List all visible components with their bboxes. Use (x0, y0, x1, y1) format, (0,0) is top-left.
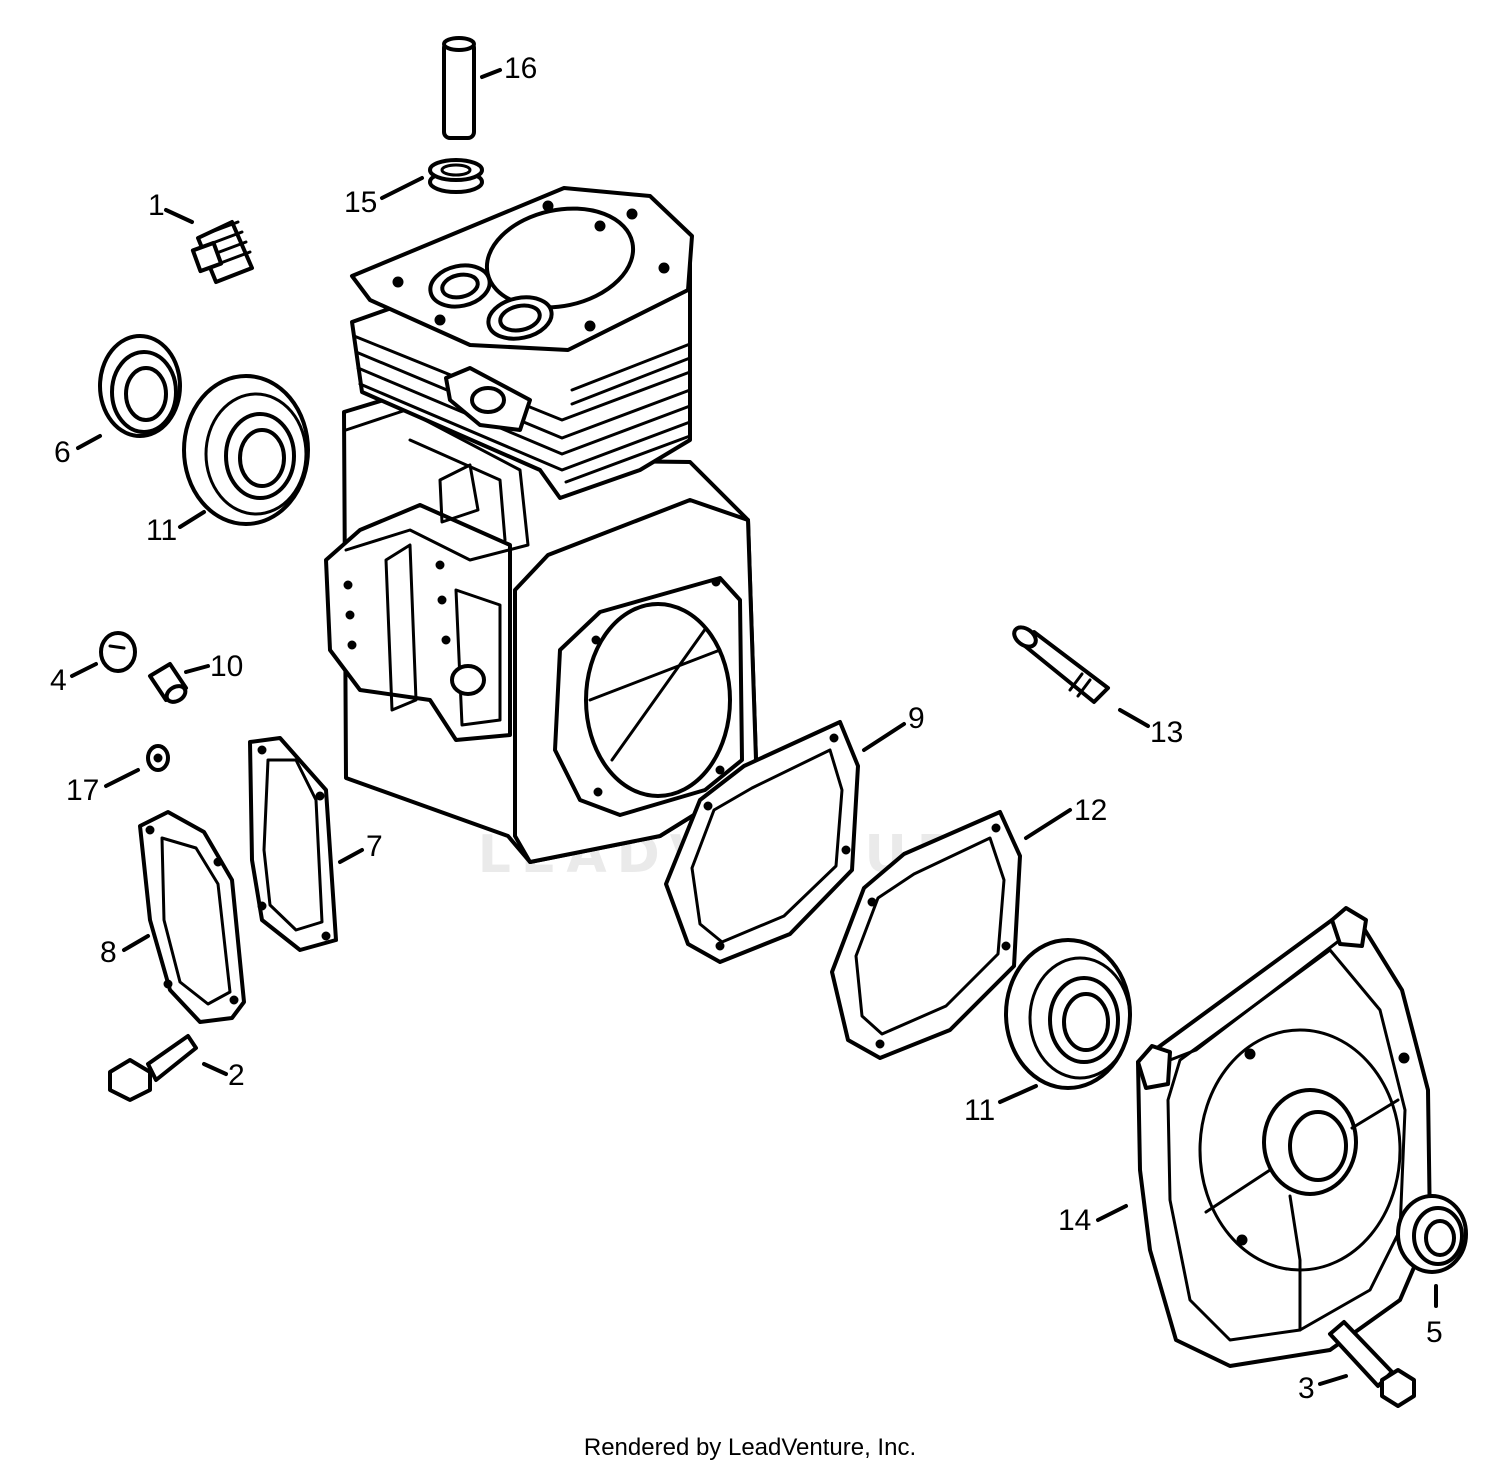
callout-7: 7 (366, 830, 383, 863)
part-2-bolt (108, 1034, 198, 1102)
footer-credit: Rendered by LeadVenture, Inc. (583, 1434, 917, 1461)
callout-17: 17 (66, 774, 99, 807)
callout-4: 4 (50, 664, 67, 697)
part-11-bearing-left (182, 374, 310, 526)
callout-11-left: 11 (146, 514, 177, 547)
callout-14: 14 (1058, 1204, 1091, 1237)
part-6-seal (98, 334, 182, 438)
callout-13: 13 (1150, 716, 1183, 749)
callout-2: 2 (228, 1059, 245, 1092)
callout-labels: 1 2 3 4 5 6 7 8 9 10 11 11 12 13 14 15 1… (50, 52, 1443, 1405)
callout-1: 1 (148, 189, 165, 222)
part-12-gasket (830, 810, 1022, 1060)
callout-5: 5 (1426, 1316, 1443, 1349)
part-14-bearing-plate (1136, 906, 1432, 1368)
callout-12: 12 (1074, 794, 1107, 827)
part-13-tube (1012, 625, 1110, 704)
leader-lines (70, 68, 1438, 1386)
part-10-pin (148, 662, 188, 704)
callout-8: 8 (100, 936, 117, 969)
part-3-bolt (1328, 1320, 1416, 1408)
part-5-seal (1396, 1194, 1468, 1274)
engine-block (324, 186, 758, 864)
callout-11-right: 11 (964, 1094, 995, 1127)
part-15-washer (428, 158, 484, 194)
callout-3: 3 (1298, 1372, 1315, 1405)
callout-16: 16 (504, 52, 537, 85)
callout-15: 15 (344, 186, 377, 219)
part-1-threaded-plug (190, 220, 254, 284)
part-11-bearing-right (1004, 938, 1132, 1090)
callout-10: 10 (210, 650, 243, 683)
part-4-plug (99, 631, 137, 673)
part-8-cover (138, 810, 246, 1024)
callout-6: 6 (54, 436, 71, 469)
callout-9: 9 (908, 702, 925, 735)
part-16-tube (442, 36, 476, 140)
part-7-gasket (248, 736, 338, 952)
part-17-nut (146, 744, 170, 772)
part-9-gasket (664, 720, 860, 964)
